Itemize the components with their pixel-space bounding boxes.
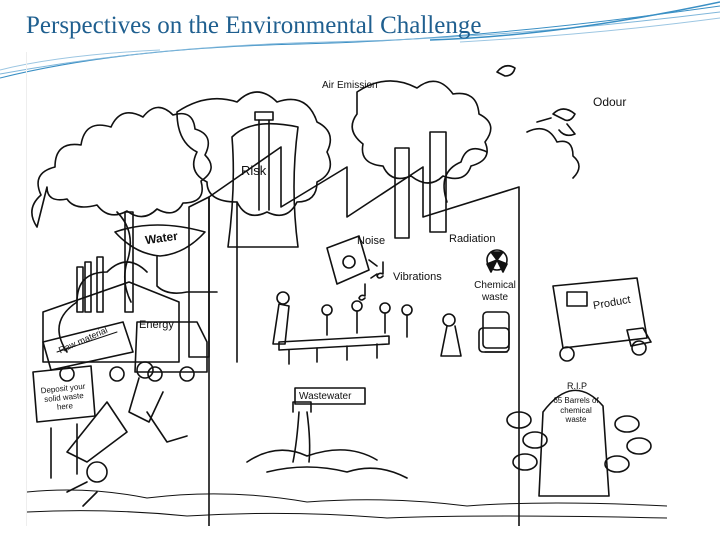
label-odour: Odour [593,95,627,109]
water-tank [114,224,218,294]
speaker [326,235,384,301]
label-tombstone-text: 65 Barrels of chemical waste [553,396,599,425]
birds [496,64,576,137]
label-vibrations: Vibrations [393,271,442,283]
label-air-emission: Air Emission [322,80,378,91]
title-swoosh-decoration [0,1,720,79]
conveyor-workers [272,291,462,365]
product-truck [552,277,652,362]
wastewater-pipe [246,387,408,479]
label-radiation: Radiation [449,233,496,245]
tombstone-barrels [506,389,652,497]
label-tombstone-rip: R.I.P [567,381,588,391]
slide-title: Perspectives on the Environmental Challe… [26,12,482,39]
label-chemical-waste: Chemical waste [474,280,516,303]
chimneys [76,111,447,313]
cartoon-drawing [27,64,667,526]
label-wastewater: Wastewater [299,391,352,402]
label-noise: Noise [357,235,386,247]
radiation-symbol [486,249,508,273]
label-energy: Energy [139,319,174,331]
cooling-tower [227,122,299,248]
ground-lines [27,489,667,507]
label-risk: Risk [241,163,267,178]
factory-building [188,146,520,526]
chemical-barrels [478,311,510,353]
label-deposit-sign: Deposit your solid waste here [40,381,86,413]
smoke-clouds [31,80,580,353]
energy-plant [42,281,208,382]
environment-cartoon: Air Emission Odour Risk Water Noise Radi… [26,52,667,526]
